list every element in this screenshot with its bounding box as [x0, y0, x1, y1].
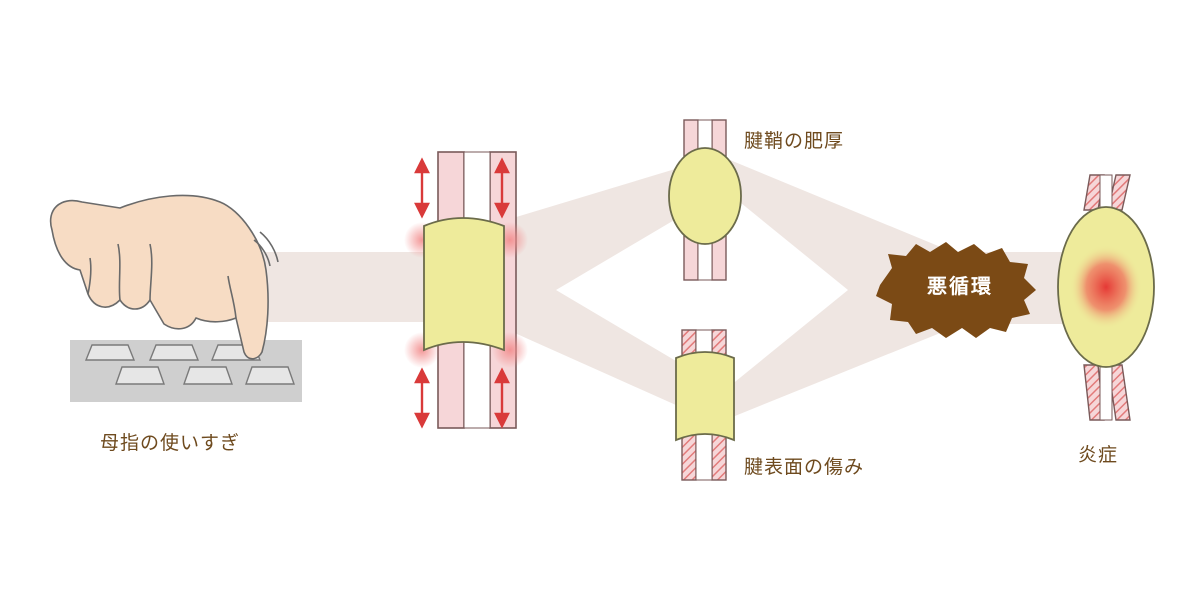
keyboard: [70, 340, 302, 402]
tendon-surface-damage-label: 腱表面の傷み: [744, 456, 865, 478]
tendon-sheath-stage: [404, 151, 528, 429]
sheath-thickening-illustration: [668, 119, 742, 281]
vicious-cycle-label: 悪循環: [927, 274, 993, 298]
thumb-overuse-label: 母指の使いすぎ: [100, 432, 241, 454]
sheath-thickening-label: 腱鞘の肥厚: [744, 130, 845, 152]
vicious-cycle-badge: [876, 242, 1036, 338]
tendon-surface-damage-illustration: [675, 329, 735, 481]
hand-icon: [49, 194, 279, 360]
inflammation-illustration: [1057, 174, 1155, 421]
inflammation-label: 炎症: [1078, 444, 1119, 466]
